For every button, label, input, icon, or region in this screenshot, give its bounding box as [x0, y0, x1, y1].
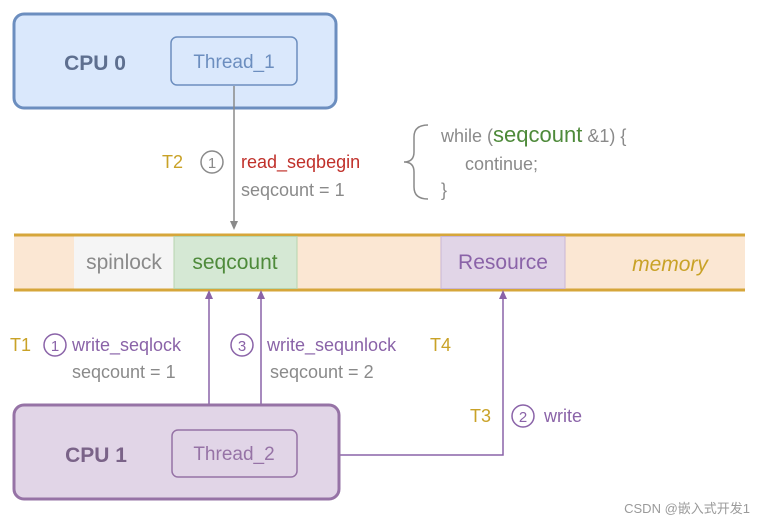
thread2-label: Thread_2 [193, 444, 274, 465]
code-line-1: while (seqcount &1) { [440, 122, 626, 147]
writer-write-step-circle [511, 404, 535, 428]
resource-label: Resource [458, 251, 548, 274]
writer-unlock-step-circle [230, 333, 254, 357]
writer-unlock-time: T4 [430, 335, 451, 355]
watermark: CSDN @嵌入式开发1 [624, 501, 750, 516]
reader-step-circle [200, 150, 224, 174]
thread1-label: Thread_1 [193, 52, 274, 73]
writer-lock-step-circle [43, 333, 67, 357]
writer-lock-time: T1 [10, 335, 31, 355]
reader-time: T2 [162, 152, 183, 172]
code-brace [403, 124, 429, 200]
writer-lock-value: seqcount = 1 [72, 362, 176, 382]
seqcount-cell: seqcount [173, 236, 298, 289]
writer-unlock-step-number: 3 [238, 338, 246, 355]
cpu0-box: CPU 0 Thread_1 [12, 12, 338, 110]
reader-call: read_seqbegin [241, 152, 360, 173]
write-resource-arrow [297, 290, 507, 456]
thread2-box: Thread_2 [171, 429, 298, 478]
reader-value: seqcount = 1 [241, 180, 345, 200]
code-line-2: continue; [465, 154, 538, 174]
spinlock-cell: spinlock [74, 236, 174, 289]
cpu1-label: CPU 1 [65, 444, 127, 467]
reader-step-number: 1 [208, 155, 216, 172]
cpu0-label: CPU 0 [64, 52, 126, 75]
seqcount-label: seqcount [192, 251, 277, 274]
writer-lock-step-number: 1 [51, 338, 59, 355]
memory-band: spinlock seqcount Resource memory [14, 233, 745, 292]
writer-write-time: T3 [470, 406, 491, 426]
code-line-3: } [441, 180, 447, 200]
writer-unlock-call: write_sequnlock [266, 335, 397, 356]
writer-lock-call: write_seqlock [71, 335, 182, 356]
writer-write-step-number: 2 [519, 409, 527, 426]
cpu1-box: CPU 1 Thread_2 [12, 403, 341, 501]
spinlock-label: spinlock [86, 251, 162, 274]
writer-write-call: write [543, 406, 582, 426]
memory-label: memory [632, 253, 709, 276]
resource-cell: Resource [440, 236, 566, 289]
writer-unlock-value: seqcount = 2 [270, 362, 374, 382]
thread1-box: Thread_1 [170, 36, 298, 86]
